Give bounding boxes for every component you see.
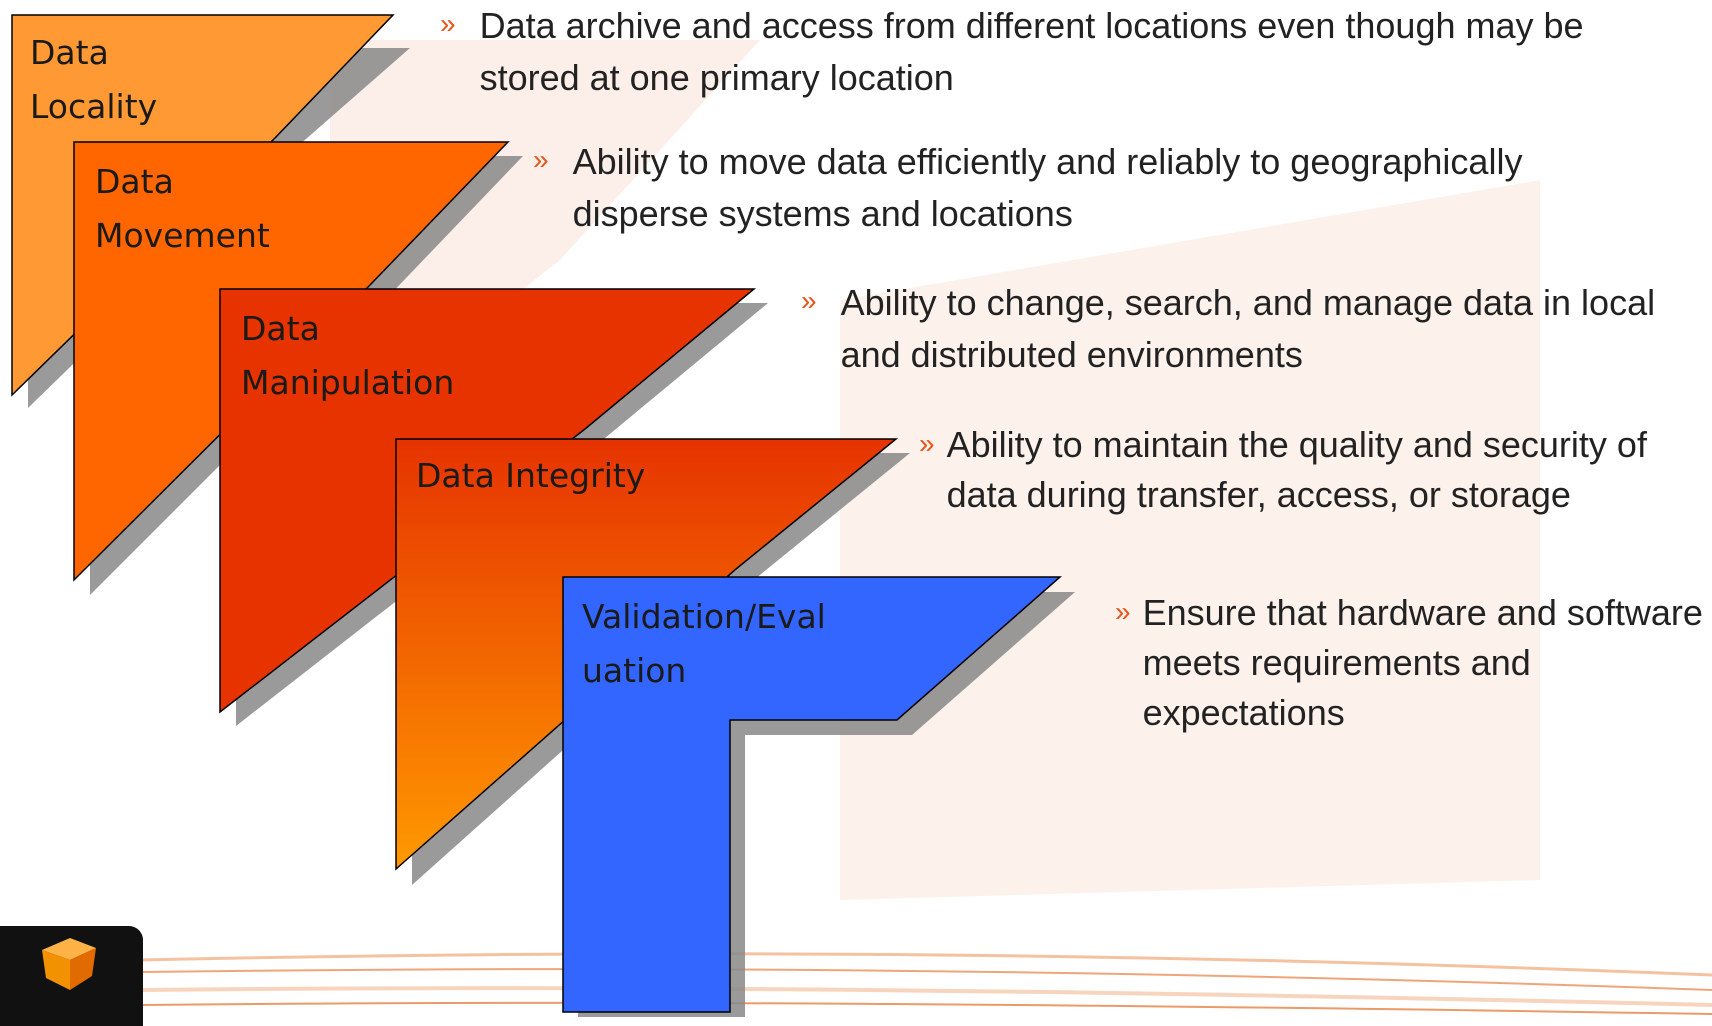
step-label-validation-evaluation: Validation/Eval uation	[582, 597, 826, 690]
description-text: Ensure that hardware and software meets …	[1142, 592, 1703, 733]
swoosh-line-2	[139, 968, 1712, 991]
description-data-integrity: » Ability to maintain the quality and se…	[919, 420, 1699, 520]
step-data-integrity	[395, 438, 910, 885]
description-data-locality: » Data archive and access from different…	[440, 0, 1680, 104]
orange-cube-logo-icon	[42, 938, 96, 990]
swoosh-line-4	[139, 1001, 1712, 1015]
description-validation-evaluation: » Ensure that hardware and software meet…	[1115, 588, 1705, 738]
step-label-data-integrity: Data Integrity	[416, 456, 646, 495]
bullet-icon: »	[919, 428, 935, 459]
description-data-manipulation: » Ability to change, search, and manage …	[801, 277, 1691, 381]
swoosh-line-3	[139, 986, 1712, 1007]
step-label-data-locality: Data Locality	[30, 33, 158, 126]
step-shape-validation-evaluation	[562, 576, 1062, 1013]
bullet-icon: »	[533, 144, 549, 175]
bullet-icon: »	[801, 285, 817, 316]
description-data-movement: » Ability to move data efficiently and r…	[533, 136, 1533, 240]
step-label-data-movement: Data Movement	[95, 162, 270, 255]
bullet-icon: »	[1115, 596, 1131, 627]
bullet-icon: »	[440, 8, 456, 39]
logo	[0, 926, 143, 1026]
swoosh-line-1	[139, 952, 1712, 977]
watermark-shape-right	[840, 180, 1540, 900]
description-text: Data archive and access from different l…	[479, 5, 1584, 98]
step-label-data-manipulation: Data Manipulation	[241, 309, 455, 402]
step-validation-evaluation	[562, 576, 1075, 1017]
step-shape-data-integrity	[395, 438, 899, 871]
description-text: Ability to move data efficiently and rel…	[572, 141, 1523, 234]
bottom-swooshes	[139, 952, 1712, 1015]
description-text: Ability to maintain the quality and secu…	[946, 424, 1647, 515]
description-text: Ability to change, search, and manage da…	[840, 282, 1656, 375]
